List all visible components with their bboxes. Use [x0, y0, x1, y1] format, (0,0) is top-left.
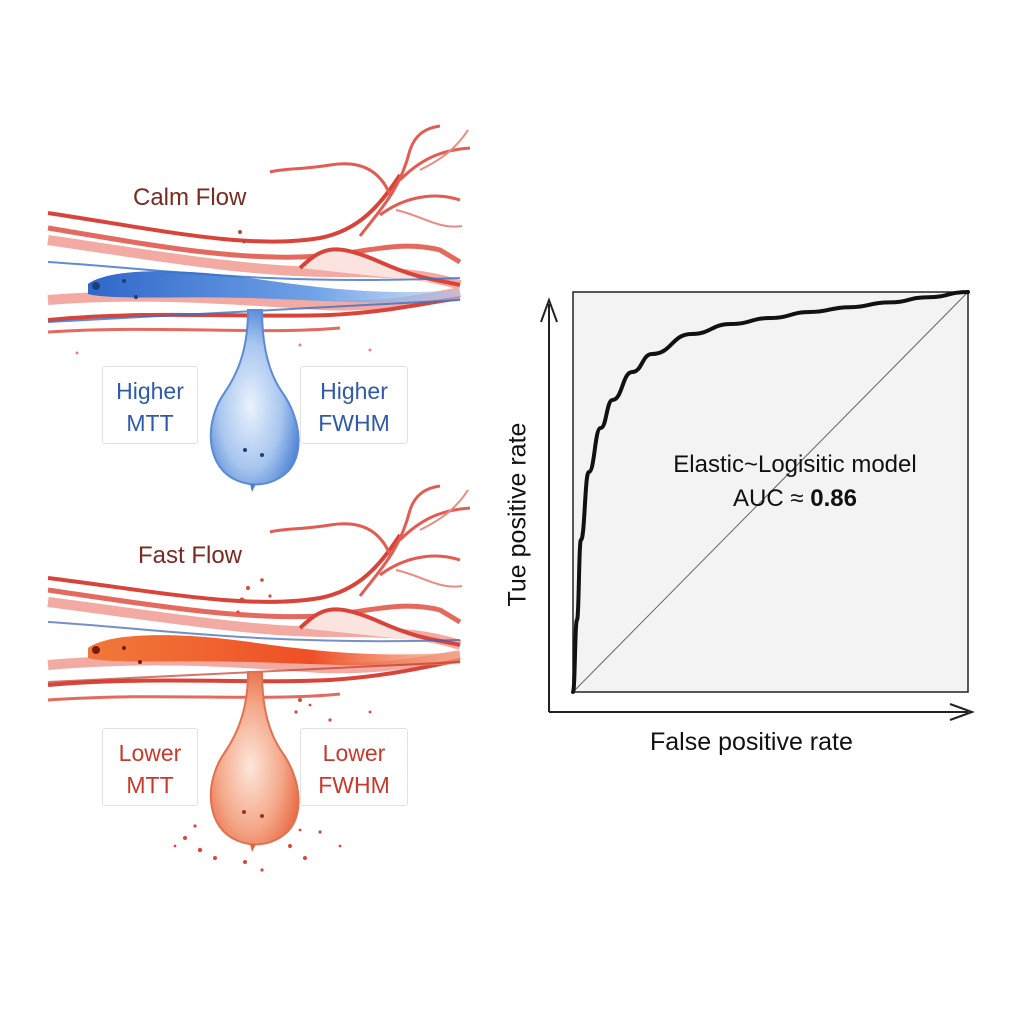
calm-flow-title: Calm Flow: [133, 184, 247, 211]
roc-curve: [571, 290, 970, 694]
calm-mtt-line1: Higher: [116, 378, 184, 404]
fast-mtt-label: Lower MTT: [102, 728, 198, 806]
model-annotation: Elastic~Logisitic model AUC ≈ 0.86: [640, 448, 950, 516]
calm-flow-illustration: [47, 124, 471, 492]
fast-orange-stream: [88, 635, 460, 666]
auc-annotation: AUC ≈ 0.86: [640, 482, 950, 516]
fast-drop: [209, 671, 300, 846]
calm-mtt-label: Higher MTT: [102, 366, 198, 444]
y-axis-arrow: [540, 297, 558, 323]
calm-fwhm-label: Higher FWHM: [300, 366, 408, 444]
fast-flow-particles: [173, 578, 372, 872]
calm-fwhm-line2: FWHM: [318, 410, 390, 436]
fast-fwhm-line2: FWHM: [318, 772, 390, 798]
fast-fwhm-line1: Lower: [322, 740, 386, 766]
fast-mtt-line1: Lower: [118, 740, 182, 766]
calm-fwhm-line1: Higher: [320, 378, 388, 404]
calm-blue-stream: [88, 271, 460, 303]
x-axis-label: False positive rate: [650, 728, 853, 756]
roc-chart: [540, 290, 975, 721]
reference-diagonal: [572, 291, 969, 693]
model-name: Elastic~Logisitic model: [673, 451, 917, 478]
fast-vessel: [47, 484, 471, 702]
auc-prefix: AUC ≈: [733, 485, 811, 512]
fast-fwhm-label: Lower FWHM: [300, 728, 408, 806]
auc-value: 0.86: [810, 485, 857, 512]
calm-mtt-line2: MTT: [126, 410, 174, 436]
fast-flow-title: Fast Flow: [138, 542, 243, 569]
calm-drop: [209, 309, 300, 486]
y-axis-label: Tue positive rate: [503, 422, 532, 607]
x-axis-arrow: [949, 703, 975, 721]
fast-flow-illustration: [47, 484, 471, 872]
fast-mtt-line2: MTT: [126, 772, 174, 798]
